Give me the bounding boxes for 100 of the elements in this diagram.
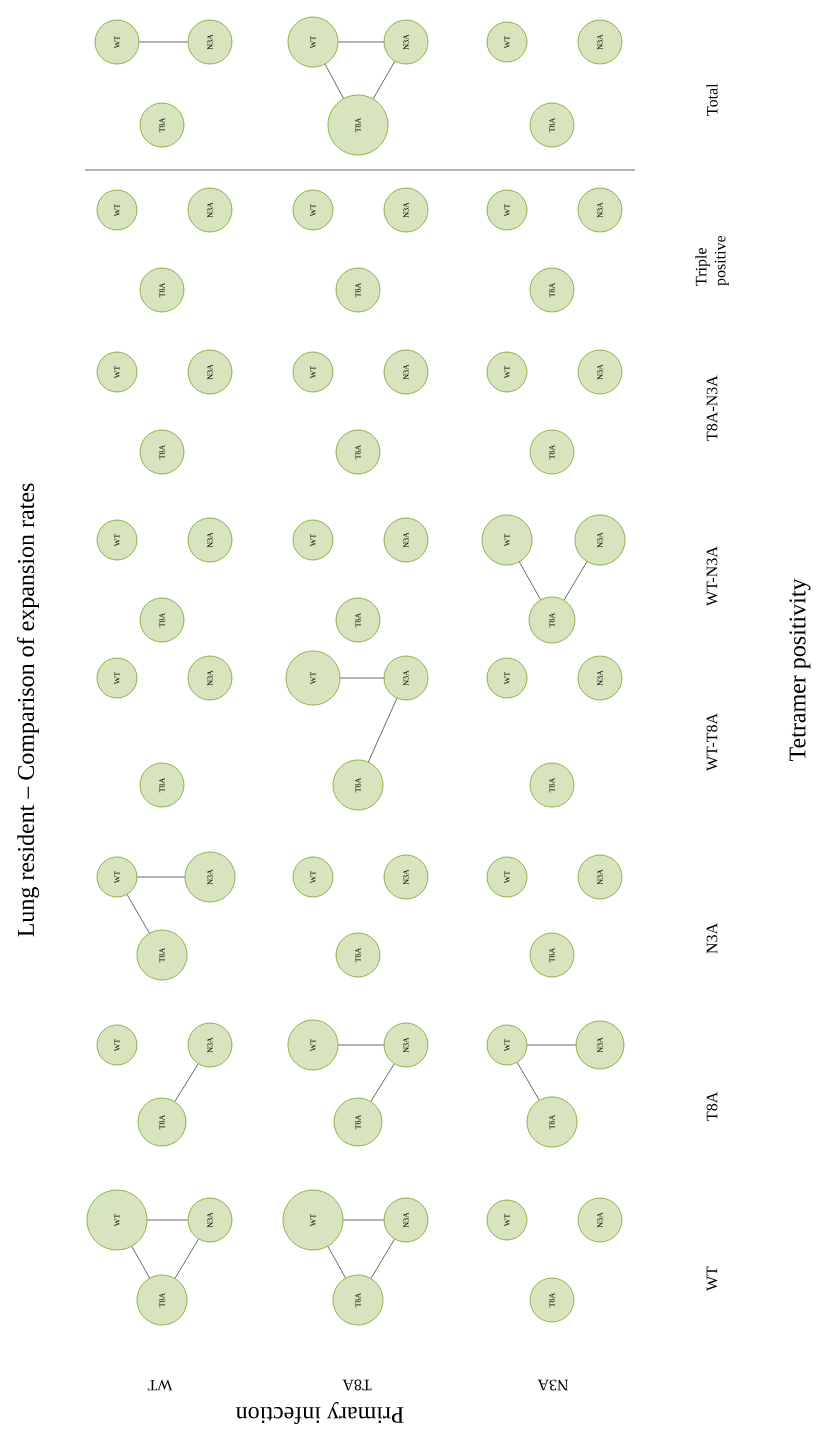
axis-label: Primary infection: [236, 1401, 404, 1425]
circle-node: N3A: [187, 19, 233, 65]
circle-node: T8A: [529, 102, 575, 148]
circle-node: WT: [486, 21, 528, 63]
circle-node: T8A: [529, 267, 575, 313]
circle-node: N3A: [187, 187, 233, 233]
circle-node: T8A: [332, 759, 384, 811]
circle-node: WT: [96, 657, 138, 699]
circle-node: T8A: [136, 929, 188, 981]
circle-node: N3A: [383, 187, 429, 233]
circle-node: WT: [486, 1024, 528, 1066]
circle-node: T8A: [139, 102, 185, 148]
circle-node: T8A: [335, 267, 381, 313]
circle-node: T8A: [529, 1277, 575, 1323]
circle-node: WT: [96, 519, 138, 561]
circle-node: WT: [96, 856, 138, 898]
connector-line: [137, 876, 185, 878]
circle-node: WT: [292, 351, 334, 393]
circle-node: T8A: [335, 932, 381, 978]
column-label: T8A: [706, 1091, 718, 1121]
connector-line: [370, 1238, 395, 1279]
connector-line: [327, 1246, 346, 1279]
row-label: N3A: [537, 1379, 569, 1391]
circle-node: N3A: [575, 1020, 625, 1070]
connector-line: [324, 64, 344, 99]
connector-line: [147, 1219, 188, 1221]
circle-node: N3A: [187, 1022, 233, 1068]
connector-line: [139, 41, 188, 43]
connector-line: [519, 561, 541, 600]
circle-node: WT: [292, 519, 334, 561]
column-label: WT: [706, 1266, 718, 1291]
circle-node: T8A: [139, 597, 185, 643]
column-label: WT-T8A: [706, 713, 718, 771]
connector-line: [174, 1063, 199, 1102]
circle-node: WT: [292, 189, 334, 231]
circle-node: N3A: [577, 854, 623, 900]
circle-node: WT: [96, 1024, 138, 1066]
column-label: Total: [706, 83, 718, 116]
circle-node: N3A: [383, 655, 429, 701]
circle-node: WT: [486, 189, 528, 231]
circle-node: WT: [86, 1189, 148, 1251]
circle-node: WT: [287, 1019, 339, 1071]
circle-node: N3A: [383, 854, 429, 900]
circle-node: T8A: [332, 1274, 384, 1326]
circle-node: N3A: [577, 187, 623, 233]
circle-node: N3A: [383, 19, 429, 65]
circle-node: T8A: [528, 596, 576, 644]
circle-node: N3A: [383, 517, 429, 563]
circle-node: WT: [486, 856, 528, 898]
circle-node: T8A: [529, 429, 575, 475]
circle-node: T8A: [139, 762, 185, 808]
circle-node: N3A: [574, 514, 626, 566]
connector-line: [517, 1062, 540, 1101]
circle-node: N3A: [184, 851, 236, 903]
connector-line: [340, 677, 384, 679]
connector-line: [368, 698, 398, 763]
row-label: WT: [147, 1379, 173, 1391]
circle-node: WT: [292, 856, 334, 898]
circle-node: T8A: [526, 1096, 578, 1148]
connector-line: [370, 1063, 395, 1102]
connector-line: [338, 41, 384, 43]
circle-node: WT: [481, 514, 533, 566]
circle-node: N3A: [577, 655, 623, 701]
connector-line: [527, 1044, 576, 1046]
circle-node: N3A: [383, 349, 429, 395]
column-label: WT-N3A: [706, 546, 718, 606]
circle-node: N3A: [577, 19, 623, 65]
circle-node: T8A: [333, 1097, 383, 1147]
circle-node: N3A: [187, 349, 233, 395]
column-label: Triple positive: [695, 235, 729, 286]
circle-node: T8A: [139, 429, 185, 475]
circle-node: N3A: [577, 1197, 623, 1243]
connector-line: [338, 1044, 384, 1046]
column-label: T8A-N3A: [706, 375, 718, 441]
circle-node: WT: [96, 189, 138, 231]
circle-node: WT: [486, 1199, 528, 1241]
circle-node: T8A: [529, 762, 575, 808]
circle-node: WT: [282, 1189, 344, 1251]
connector-line: [343, 1219, 384, 1221]
connector-line: [372, 61, 396, 99]
circle-node: WT: [94, 19, 140, 65]
circle-node: N3A: [187, 1197, 233, 1243]
circle-node: WT: [486, 657, 528, 699]
connector-line: [131, 1246, 150, 1279]
circle-node: WT: [96, 351, 138, 393]
circle-node: T8A: [137, 1097, 187, 1147]
row-label: T8A: [342, 1379, 372, 1391]
connector-line: [563, 561, 588, 601]
column-label: N3A: [706, 923, 718, 954]
circle-node: N3A: [187, 655, 233, 701]
circle-node: N3A: [187, 517, 233, 563]
circle-node: N3A: [383, 1022, 429, 1068]
axis-label: Tetramer positivity: [789, 578, 811, 762]
circle-node: T8A: [136, 1274, 188, 1326]
circle-node: T8A: [139, 267, 185, 313]
circle-node: T8A: [327, 94, 389, 156]
circle-node: WT: [287, 16, 339, 68]
title: Lung resident – Comparison of expansion rates: [16, 483, 40, 937]
circle-node: T8A: [335, 597, 381, 643]
connector-line: [174, 1238, 199, 1279]
